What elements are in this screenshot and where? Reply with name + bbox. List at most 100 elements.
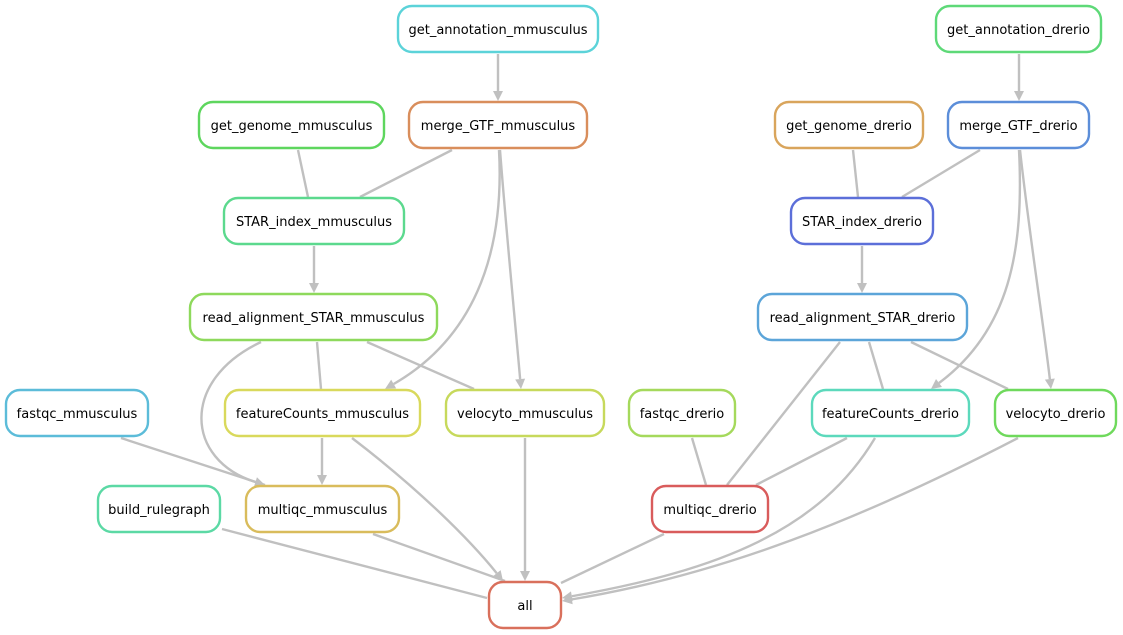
edge-line xyxy=(1018,149,1052,380)
node-get-annotation-mmusculus: get_annotation_mmusculus xyxy=(396,4,600,54)
edge-line xyxy=(910,340,1009,391)
node-box xyxy=(188,292,439,342)
edge-multiqc-drerio-to-all xyxy=(560,532,665,585)
node-layer: get_annotation_mmusculus get_annotation_d… xyxy=(4,4,1118,630)
edge-featurecounts-mmusculus-to-all xyxy=(351,437,503,581)
edge-line xyxy=(690,437,708,486)
edge-line xyxy=(366,340,475,391)
node-get-genome-mmusculus: get_genome_mmusculus xyxy=(197,100,386,150)
arrowhead xyxy=(493,91,503,101)
edge-read-alignment-star-drerio-to-featurecounts-drerio xyxy=(867,341,885,390)
edge-read-alignment-star-mmusculus-to-multiqc-mmusculus xyxy=(200,340,265,487)
node-box xyxy=(756,292,969,342)
edge-build-rulegraph-to-all xyxy=(221,527,488,600)
node-all: all xyxy=(487,580,563,630)
edge-merge-gtf-mmusculus-to-star-index-mmusculus xyxy=(359,148,453,199)
node-label: read_alignment_STAR_drerio xyxy=(770,311,956,326)
edge-fastqc-drerio-to-multiqc-drerio xyxy=(690,437,708,486)
node-box xyxy=(650,484,770,534)
node-label: read_alignment_STAR_mmusculus xyxy=(203,311,425,326)
node-label: get_genome_drerio xyxy=(786,119,912,134)
edge-featurecounts-mmusculus-to-multiqc-mmusculus xyxy=(317,438,327,485)
edge-get-genome-drerio-to-star-index-drerio xyxy=(851,149,860,198)
node-box xyxy=(396,4,600,54)
node-multiqc-drerio: multiqc_drerio xyxy=(650,484,770,534)
node-box xyxy=(197,100,386,150)
node-get-genome-drerio: get_genome_drerio xyxy=(773,100,925,150)
edge-get-annotation-mmusculus-to-merge-gtf-mmusculus xyxy=(493,54,503,101)
edge-line xyxy=(755,436,848,487)
edge-merge-gtf-drerio-to-featurecounts-drerio xyxy=(931,149,1022,389)
node-velocyto-drerio: velocyto_drerio xyxy=(993,388,1118,438)
node-merge-gtf-mmusculus: merge_GTF_mmusculus xyxy=(407,100,589,150)
edge-velocyto-mmusculus-to-all xyxy=(520,438,530,581)
edge-star-index-mmusculus-to-read-alignment-star-mmusculus xyxy=(309,246,319,293)
edge-line xyxy=(867,341,885,390)
node-fastqc-mmusculus: fastqc_mmusculus xyxy=(4,388,150,438)
edge-line xyxy=(296,149,310,198)
node-read-alignment-star-drerio: read_alignment_STAR_drerio xyxy=(756,292,969,342)
node-label: multiqc_mmusculus xyxy=(258,503,388,518)
node-box xyxy=(810,388,971,438)
edge-line xyxy=(901,148,981,199)
edge-line xyxy=(726,341,841,486)
edge-read-alignment-star-drerio-to-velocyto-drerio xyxy=(910,340,1009,391)
edge-layer xyxy=(120,54,1055,605)
node-box xyxy=(773,100,925,150)
edge-line xyxy=(393,149,501,386)
node-label: STAR_index_mmusculus xyxy=(236,215,392,230)
edge-line xyxy=(851,149,860,198)
node-label: merge_GTF_mmusculus xyxy=(421,119,576,134)
edge-merge-gtf-drerio-to-star-index-drerio xyxy=(901,148,981,199)
arrowhead xyxy=(253,477,265,487)
node-label: fastqc_drerio xyxy=(640,407,725,422)
edge-line xyxy=(221,527,488,600)
edge-get-genome-mmusculus-to-star-index-mmusculus xyxy=(296,149,310,198)
node-box xyxy=(627,388,737,438)
arrowhead xyxy=(931,379,943,389)
edge-line xyxy=(938,149,1022,384)
edge-line xyxy=(315,341,323,390)
node-box xyxy=(407,100,589,150)
arrowhead xyxy=(515,378,526,389)
edge-line xyxy=(200,340,262,484)
node-multiqc-mmusculus: multiqc_mmusculus xyxy=(244,484,401,534)
node-velocyto-mmusculus: velocyto_mmusculus xyxy=(444,388,606,438)
node-label: get_annotation_mmusculus xyxy=(408,23,587,38)
edge-line xyxy=(560,532,665,585)
edge-line xyxy=(351,437,498,574)
arrowhead xyxy=(309,283,319,293)
arrowhead xyxy=(520,571,530,581)
node-label: build_rulegraph xyxy=(108,503,210,518)
edge-read-alignment-star-mmusculus-to-velocyto-mmusculus xyxy=(366,340,475,391)
node-box xyxy=(96,484,222,534)
edge-merge-gtf-mmusculus-to-featurecounts-mmusculus xyxy=(385,149,501,389)
node-get-annotation-drerio: get_annotation_drerio xyxy=(934,4,1103,54)
edge-featurecounts-drerio-to-multiqc-drerio xyxy=(755,436,848,487)
arrowhead xyxy=(562,594,573,605)
node-label: velocyto_mmusculus xyxy=(457,407,593,422)
node-box xyxy=(444,388,606,438)
arrowhead xyxy=(317,475,327,485)
node-box xyxy=(222,196,406,246)
edge-line xyxy=(359,148,453,199)
edge-read-alignment-star-drerio-to-multiqc-drerio xyxy=(726,341,841,486)
arrowhead xyxy=(1014,91,1024,101)
node-label: get_genome_mmusculus xyxy=(211,119,373,134)
node-build-rulegraph: build_rulegraph xyxy=(96,484,222,534)
node-featurecounts-drerio: featureCounts_drerio xyxy=(810,388,971,438)
arrowhead xyxy=(1044,378,1055,389)
node-box xyxy=(244,484,401,534)
node-box xyxy=(946,100,1091,150)
node-label: velocyto_drerio xyxy=(1006,407,1106,422)
edge-line xyxy=(571,437,877,598)
node-box xyxy=(4,388,150,438)
node-label: merge_GTF_drerio xyxy=(959,119,1077,134)
node-merge-gtf-drerio: merge_GTF_drerio xyxy=(946,100,1091,150)
node-label: multiqc_drerio xyxy=(663,503,756,518)
arrowhead xyxy=(857,283,867,293)
edge-get-annotation-drerio-to-merge-gtf-drerio xyxy=(1014,54,1024,101)
edge-merge-gtf-drerio-to-velocyto-drerio xyxy=(1018,149,1055,389)
arrowhead xyxy=(385,379,397,389)
